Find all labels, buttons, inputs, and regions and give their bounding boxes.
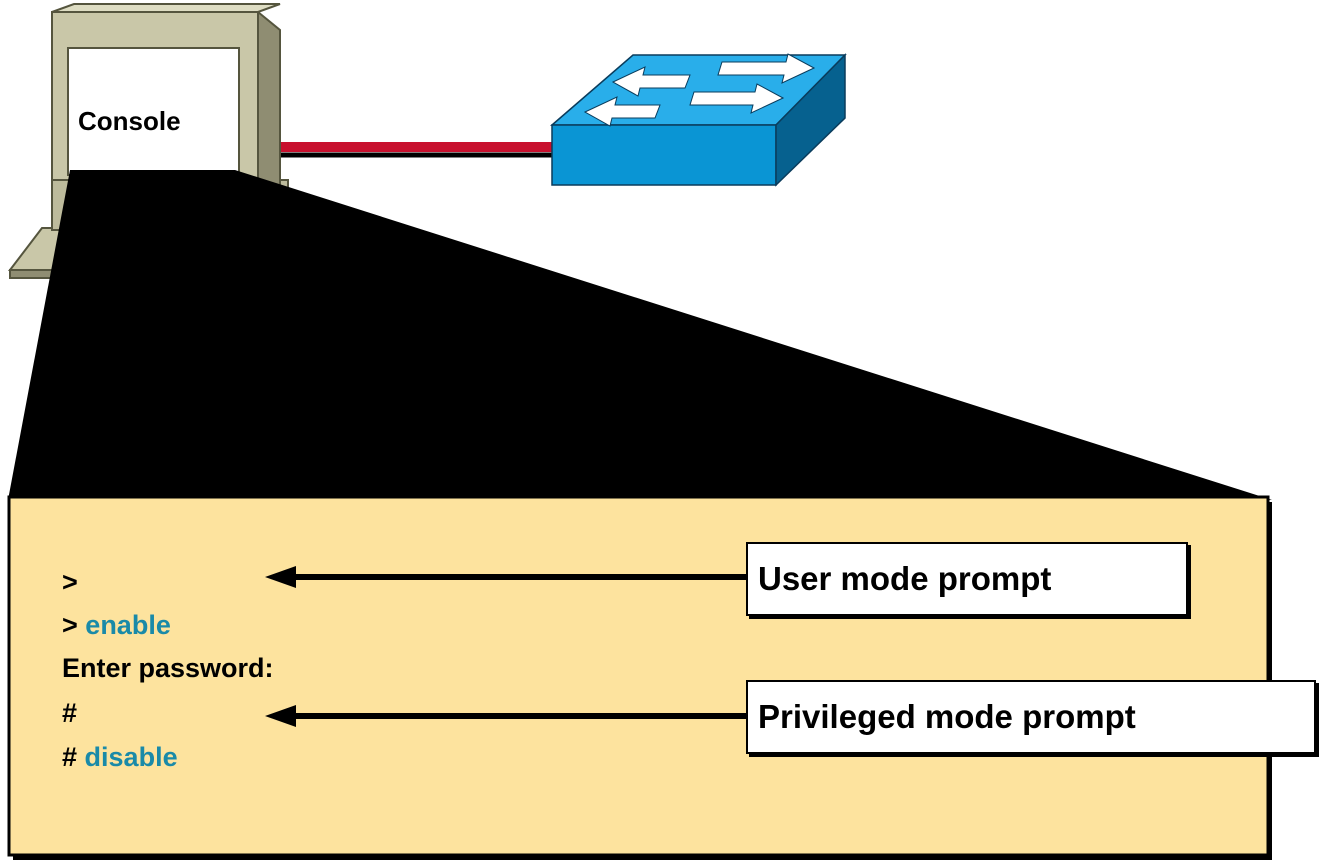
terminal-line-1: > [62, 569, 78, 596]
user-mode-callout-label: User mode prompt [758, 560, 1052, 597]
terminal-line-2: > enable [62, 612, 171, 639]
prompt-text: # [62, 698, 78, 728]
prompt-text: > [62, 610, 78, 640]
console-label: Console [78, 106, 181, 136]
arrow-privileged-mode [265, 705, 746, 727]
switch-icon [549, 53, 847, 187]
terminal-line-4: # [62, 700, 77, 727]
privileged-mode-callout: Privileged mode prompt [746, 680, 1316, 754]
arrow-user-mode [265, 566, 746, 588]
console-cable [270, 142, 552, 158]
command-text: disable [84, 742, 178, 772]
user-mode-callout: User mode prompt [746, 542, 1188, 616]
terminal-line-3: Enter password: [62, 655, 274, 682]
command-text: enable [85, 610, 171, 640]
prompt-text: > [62, 567, 78, 597]
terminal-line-5: # disable [62, 744, 178, 771]
zoom-projection [8, 170, 1272, 500]
privileged-mode-callout-label: Privileged mode prompt [758, 698, 1136, 735]
prompt-text: Enter password: [62, 653, 274, 683]
prompt-text: # [62, 742, 78, 772]
